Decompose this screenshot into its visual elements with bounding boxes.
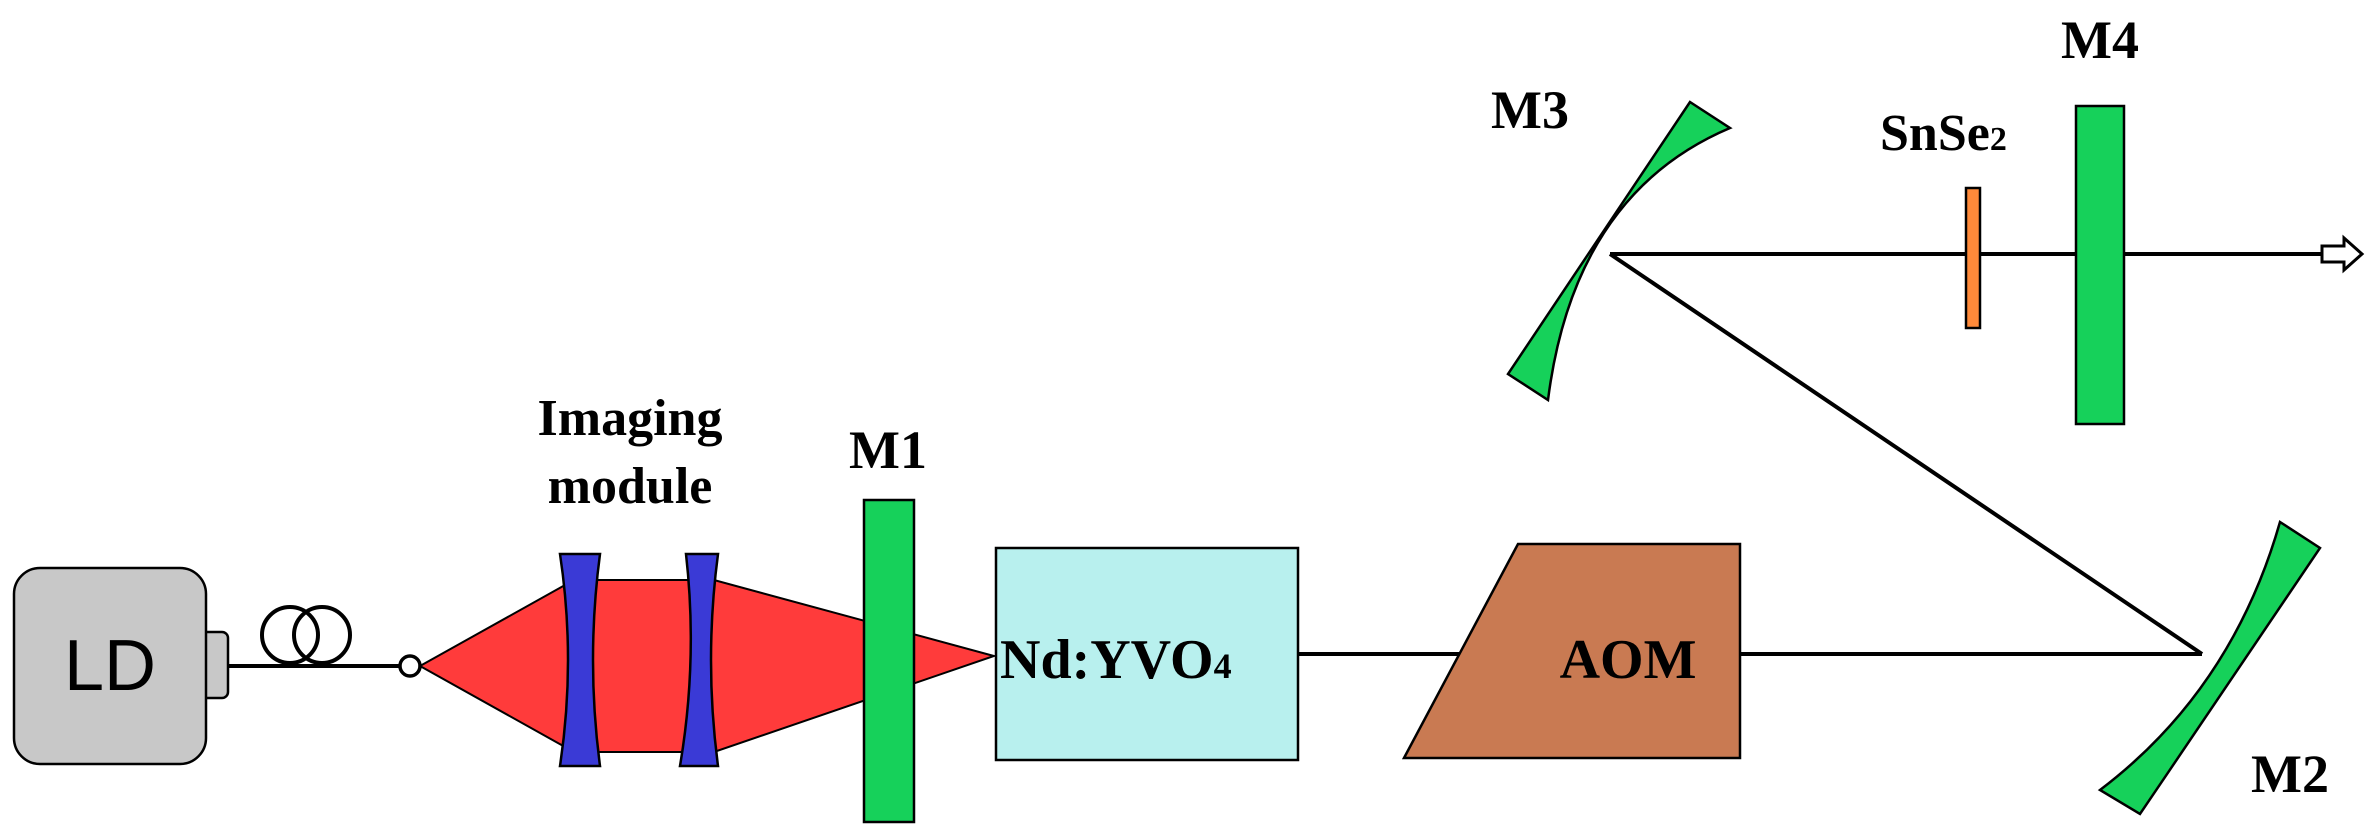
aom-shape bbox=[1401, 542, 1742, 760]
mirror-m1: M1 bbox=[849, 420, 927, 824]
mirror-m1-shape bbox=[862, 498, 916, 824]
crystal-label-sub: 4 bbox=[1214, 646, 1232, 686]
sa-shape bbox=[1964, 186, 1982, 330]
mirror-m2: M2 bbox=[2097, 520, 2329, 816]
imaging-lens-1 bbox=[558, 552, 602, 768]
sa-label-sub: 2 bbox=[1990, 121, 2007, 158]
fiber-coil-icon bbox=[260, 605, 352, 665]
mirror-m3-label: M3 bbox=[1491, 80, 1569, 140]
ld-label: LD bbox=[64, 626, 156, 706]
output-arrow-icon bbox=[2320, 234, 2365, 274]
fiber bbox=[228, 605, 422, 678]
beam-path bbox=[1298, 252, 2322, 656]
mirror-m2-label: M2 bbox=[2251, 744, 2329, 804]
saturable-absorber: SnSe2 bbox=[1880, 105, 2007, 330]
imaging-label-line2: module bbox=[548, 458, 713, 515]
crystal-label: Nd:YVO4 bbox=[1000, 629, 1232, 691]
acousto-optic-modulator: AOM bbox=[1401, 542, 1742, 760]
imaging-lens-2 bbox=[678, 552, 720, 768]
mirror-m4-shape bbox=[2074, 104, 2126, 426]
sa-label: SnSe2 bbox=[1880, 105, 2007, 162]
crystal-label-main: Nd:YVO bbox=[1000, 629, 1214, 691]
laser-diode: LD bbox=[12, 566, 230, 766]
imaging-label-line1: Imaging bbox=[538, 390, 723, 447]
beam-m2-to-m3 bbox=[1608, 252, 2204, 656]
gain-crystal: Nd:YVO4 bbox=[994, 546, 1300, 762]
ld-body bbox=[12, 566, 208, 766]
fiber-end-connector bbox=[398, 654, 422, 678]
mirror-m3-shape bbox=[1506, 100, 1733, 403]
mirror-m4-label: M4 bbox=[2061, 10, 2139, 70]
mirror-m3: M3 bbox=[1491, 80, 1733, 403]
sa-label-main: SnSe bbox=[1880, 105, 1990, 162]
crystal-box bbox=[994, 546, 1300, 762]
aom-label: AOM bbox=[1560, 629, 1697, 691]
mirror-m1-label: M1 bbox=[849, 420, 927, 480]
mirror-m4: M4 bbox=[2061, 10, 2139, 426]
mirror-m2-shape bbox=[2097, 520, 2322, 816]
imaging-module: Imaging module bbox=[538, 390, 723, 768]
